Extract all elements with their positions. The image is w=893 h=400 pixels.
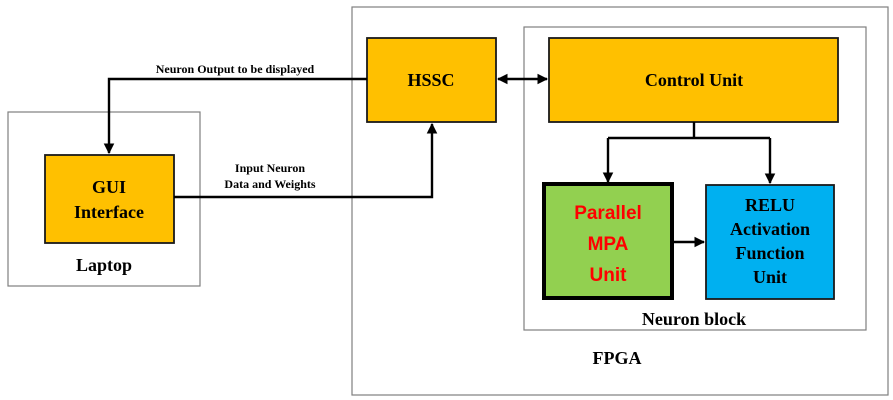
fpga-label: FPGA	[593, 348, 642, 368]
parallel-mpa-unit-block	[542, 182, 674, 300]
control-unit-block	[548, 37, 839, 123]
relu-label-line-3: Function	[735, 243, 804, 263]
input-label-line-2: Data and Weights	[224, 177, 315, 191]
gui-label-line-2: Interface	[74, 202, 144, 222]
control-unit-label: Control Unit	[645, 70, 743, 90]
neuron-output-arrow	[103, 77, 367, 155]
mpa-label-line-3: Unit	[590, 265, 628, 286]
gui-label-line-1: GUI	[92, 177, 126, 197]
relu-label-line-2: Activation	[730, 219, 810, 239]
input-label-line-1: Input Neuron	[235, 161, 305, 175]
mpa-label-line-2: MPA	[588, 234, 629, 255]
control-split-line	[608, 122, 770, 140]
hssc-block	[366, 37, 497, 123]
relu-label-line-1: RELU	[745, 195, 795, 215]
neuron-output-label: Neuron Output to be displayed	[156, 62, 315, 76]
hssc-label: HSSC	[407, 70, 454, 90]
input-data-arrow	[174, 122, 438, 199]
relu-label-line-4: Unit	[753, 267, 787, 287]
neuron-block-label: Neuron block	[642, 309, 746, 329]
laptop-label: Laptop	[76, 255, 132, 275]
gui-interface-block	[44, 154, 175, 244]
mpa-label-line-1: Parallel	[574, 203, 642, 224]
relu-activation-unit-block	[705, 184, 835, 300]
